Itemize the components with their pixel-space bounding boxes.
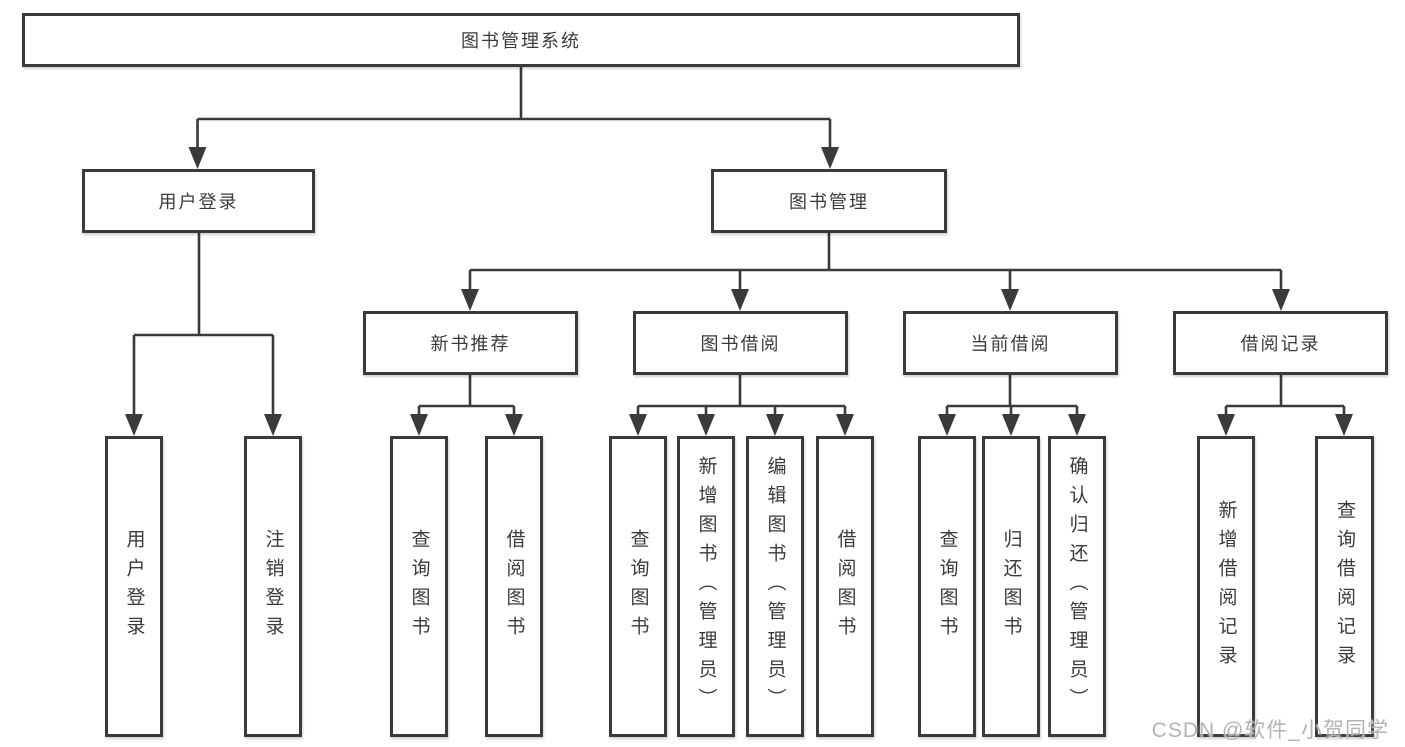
arrow-down-icon	[410, 414, 428, 436]
arrow-down-icon	[766, 414, 784, 436]
node-current-borrowing: 当前借阅	[903, 311, 1118, 375]
leaf-query-books: 查询图书	[390, 436, 448, 737]
csdn-watermark: CSDN @软件_小贺同学	[1151, 719, 1389, 742]
arrow-down-icon	[836, 414, 854, 436]
arrow-down-icon	[938, 414, 956, 436]
arrow-down-icon	[1217, 414, 1235, 436]
leaf-logout: 注销登录	[244, 436, 302, 737]
arrow-down-icon	[505, 414, 523, 436]
leaf-add-books-admin: 新增图书（管理员）	[677, 436, 735, 737]
arrow-down-icon	[697, 414, 715, 436]
leaf-confirm-return-admin: 确认归还（管理员）	[1048, 436, 1106, 737]
node-user-login: 用户登录	[82, 169, 315, 233]
node-book-borrowing: 图书借阅	[633, 311, 848, 375]
node-book-management: 图书管理	[711, 169, 947, 233]
leaf-return-books: 归还图书	[982, 436, 1040, 737]
arrow-down-icon	[264, 414, 282, 436]
arrow-down-icon	[1272, 289, 1290, 311]
node-library-management-system: 图书管理系统	[22, 13, 1020, 67]
leaf-borrow-books: 借阅图书	[485, 436, 543, 737]
leaf-borrow-books: 借阅图书	[816, 436, 874, 737]
arrow-down-icon	[188, 147, 207, 169]
arrow-down-icon	[1001, 289, 1019, 311]
arrow-down-icon	[629, 414, 647, 436]
arrow-down-icon	[821, 147, 839, 169]
leaf-user-login: 用户登录	[105, 436, 163, 737]
leaf-add-borrow-record: 新增借阅记录	[1197, 436, 1255, 737]
arrow-down-icon	[1068, 414, 1086, 436]
arrow-down-icon	[461, 289, 479, 311]
leaf-query-books: 查询图书	[918, 436, 976, 737]
node-borrowing-records: 借阅记录	[1173, 311, 1388, 375]
leaf-query-books: 查询图书	[609, 436, 667, 737]
leaf-edit-books-admin: 编辑图书（管理员）	[746, 436, 804, 737]
arrow-down-icon	[1335, 414, 1353, 436]
arrow-down-icon	[1002, 414, 1020, 436]
arrow-down-icon	[731, 289, 749, 311]
leaf-query-borrow-record: 查询借阅记录	[1315, 436, 1374, 737]
node-new-book-recommendation: 新书推荐	[363, 311, 578, 375]
arrow-down-icon	[125, 414, 143, 436]
